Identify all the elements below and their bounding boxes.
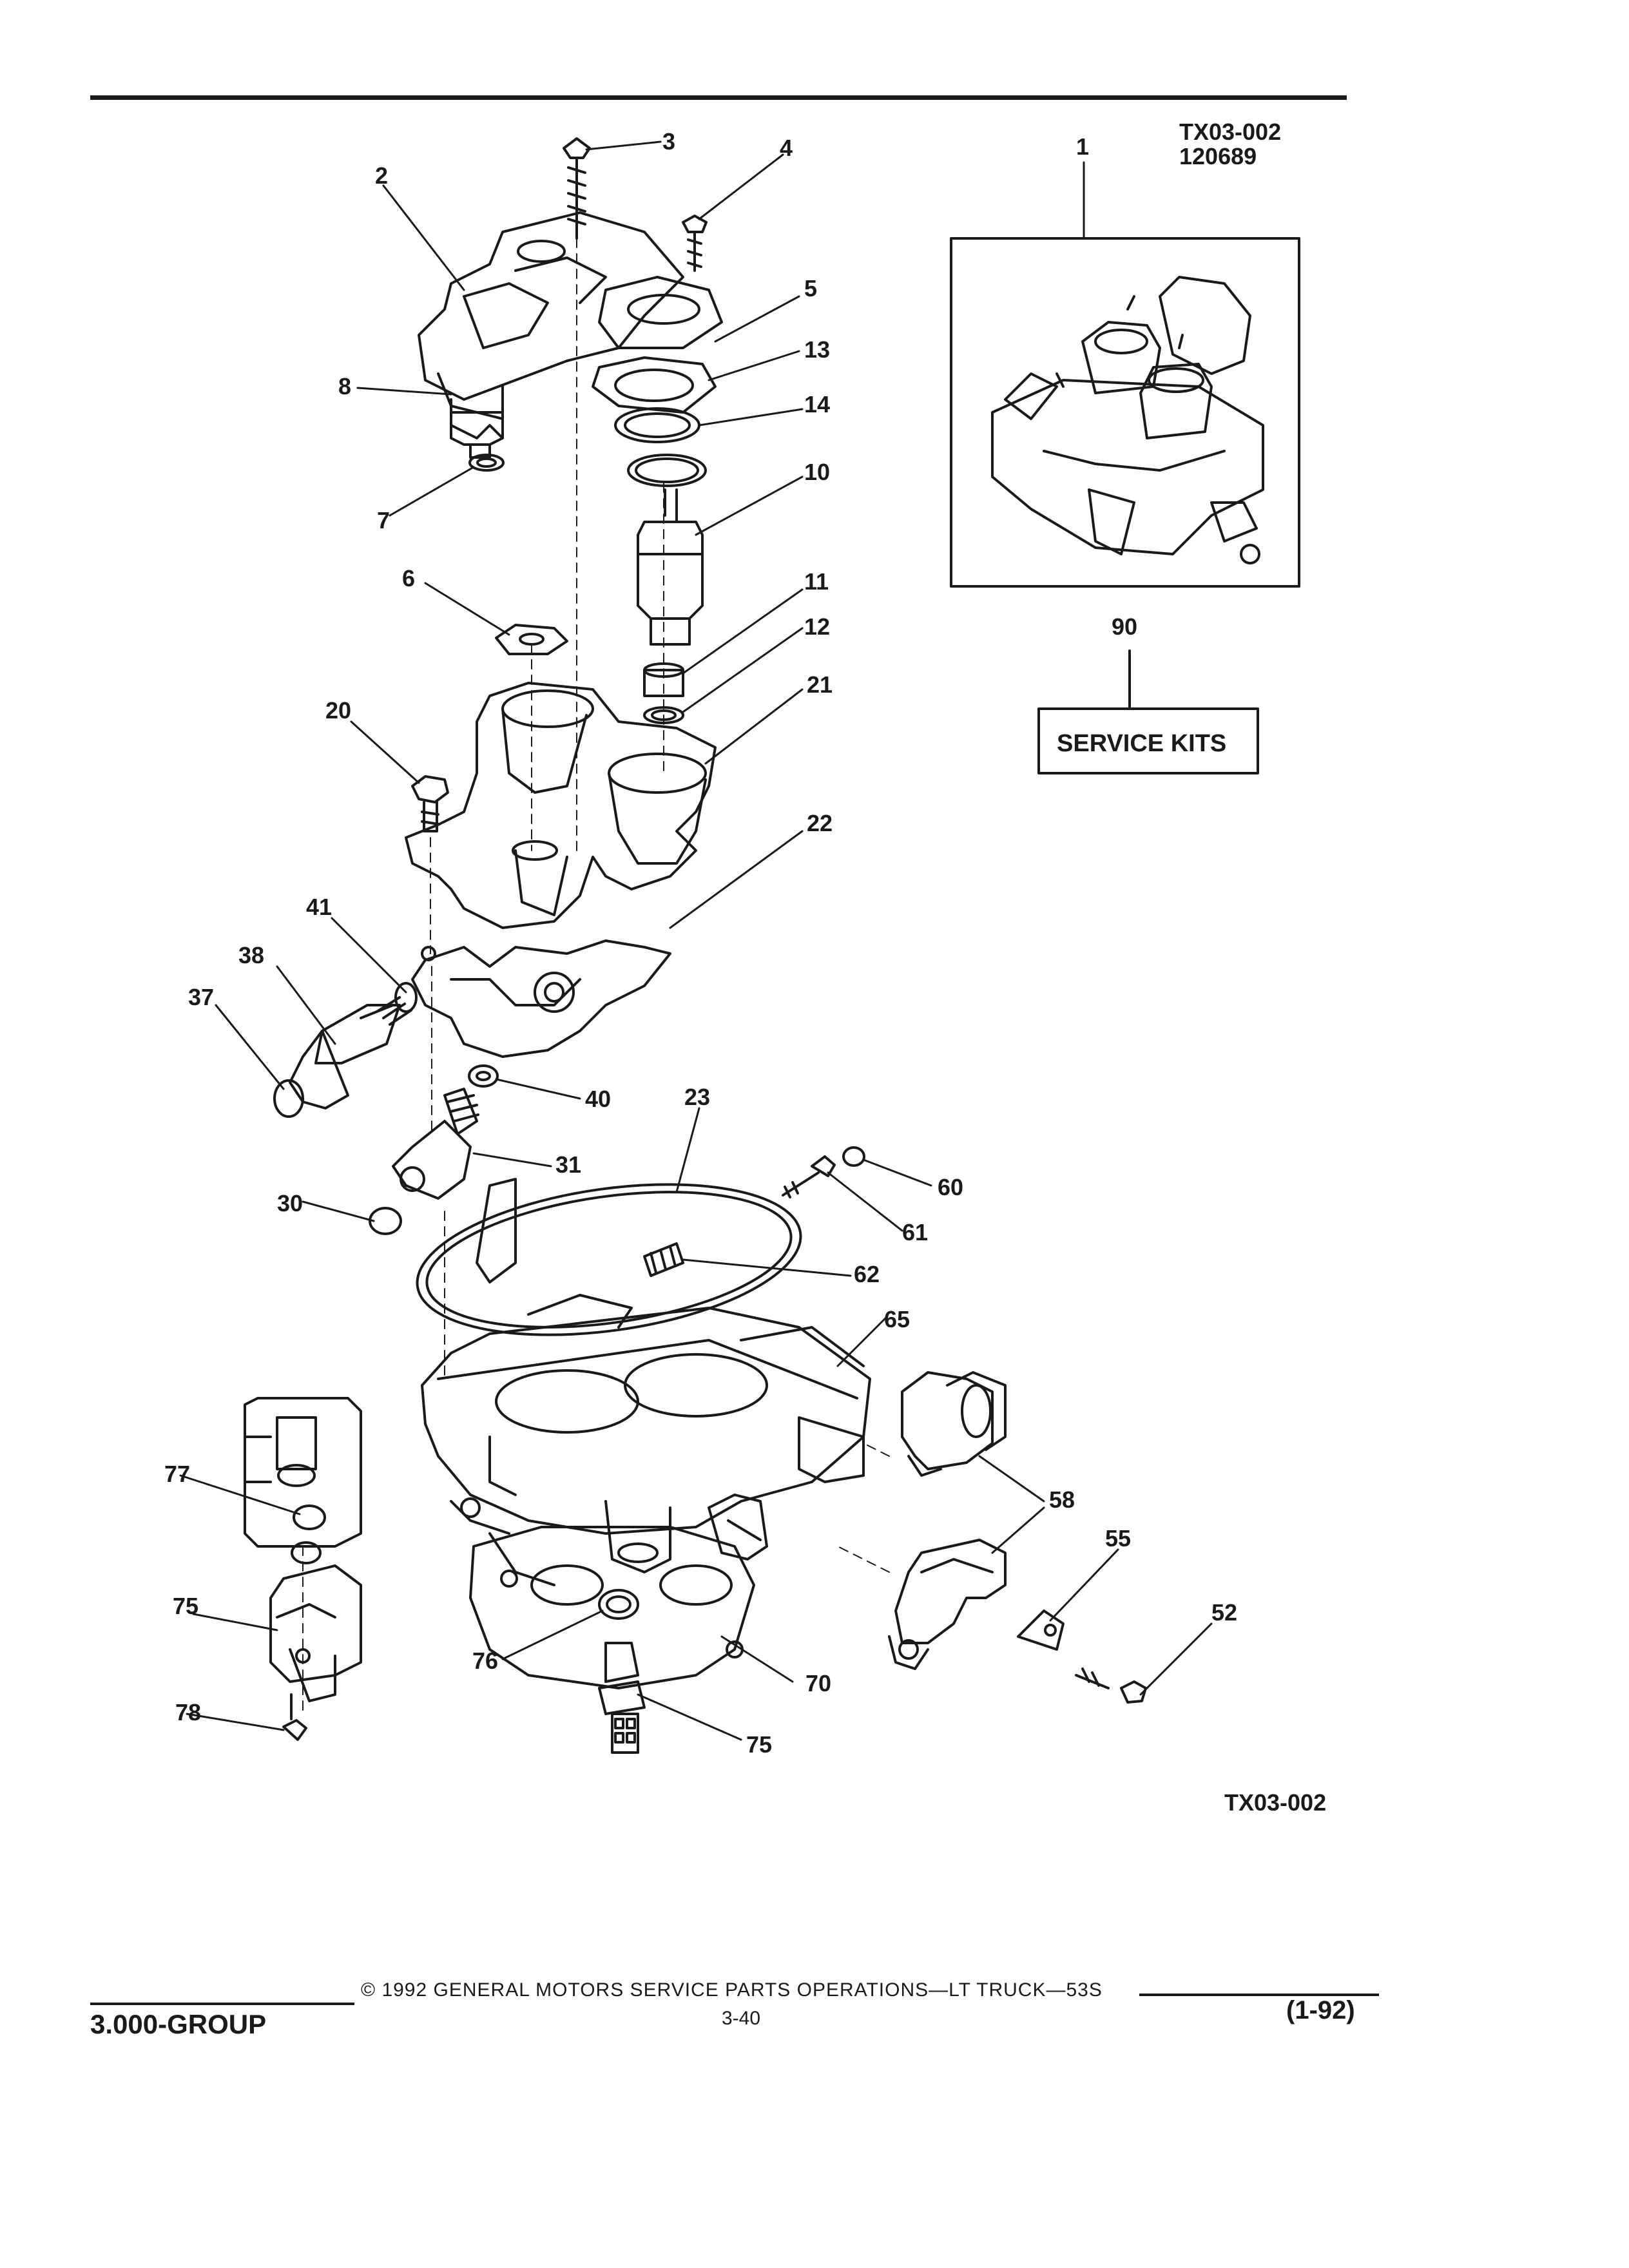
footer-copyright: © 1992 GENERAL MOTORS SERVICE PARTS OPER… — [361, 1979, 1103, 2001]
fuel-injector — [637, 488, 704, 724]
callout-21: 21 — [807, 671, 833, 698]
callout-30: 30 — [277, 1190, 303, 1216]
callout-14: 14 — [804, 391, 830, 418]
footer-rule-right — [1139, 1994, 1379, 1996]
throttle-stop-parts — [643, 1146, 865, 1277]
leader-lines — [179, 140, 1213, 1741]
footer-page-number: 3-40 — [722, 2008, 761, 2029]
footer-date: (1-92) — [1286, 1996, 1355, 2024]
callout-41: 41 — [306, 894, 332, 920]
callout-38: 38 — [238, 942, 264, 968]
callout-70: 70 — [805, 1670, 831, 1696]
callout-37: 37 — [188, 984, 214, 1010]
service-kits-box — [1037, 649, 1259, 774]
callout-22: 22 — [807, 810, 833, 836]
callout-52: 52 — [1211, 1599, 1237, 1626]
footer-rule-left — [90, 2003, 354, 2005]
callout-65: 65 — [884, 1306, 910, 1332]
callout-78: 78 — [175, 1699, 201, 1725]
callout-3: 3 — [662, 128, 675, 155]
fuel-meter-body — [405, 682, 717, 929]
callout-77: 77 — [164, 1461, 190, 1487]
throttle-body — [421, 1178, 871, 1586]
callout-58: 58 — [1049, 1486, 1075, 1513]
callout-6: 6 — [402, 565, 415, 591]
callout-8: 8 — [338, 373, 351, 399]
callout-23: 23 — [684, 1084, 710, 1110]
callout-40: 40 — [585, 1086, 611, 1112]
callout-76: 76 — [472, 1648, 498, 1674]
callout-2: 2 — [375, 162, 388, 189]
callout-5: 5 — [804, 275, 817, 302]
callout-4: 4 — [780, 135, 793, 161]
callout-11: 11 — [804, 568, 829, 595]
bottom-figure-code: TX03-002 — [1224, 1789, 1326, 1816]
figure-code: TX03-002 — [1179, 119, 1281, 145]
callout-55: 55 — [1105, 1525, 1131, 1552]
callout-7: 7 — [377, 507, 390, 533]
callout-20: 20 — [325, 697, 351, 724]
idle-air-control-valve — [244, 1397, 362, 1741]
alignment-lines — [302, 238, 890, 1715]
header-rule — [90, 95, 1347, 100]
callout-10: 10 — [804, 459, 830, 485]
throttle-body-base — [469, 1526, 755, 1689]
callout-61: 61 — [902, 1219, 928, 1245]
callout-60: 60 — [938, 1174, 963, 1200]
footer-group: 3.000-GROUP — [90, 2009, 267, 2039]
coolant-temperature-sensor — [598, 1589, 646, 1754]
callout-13: 13 — [804, 336, 830, 363]
service-kits-label: SERVICE KITS — [1057, 730, 1226, 757]
callout-62: 62 — [854, 1261, 880, 1287]
assembly-illustration — [950, 237, 1300, 588]
callout-1: 1 — [1076, 133, 1089, 160]
body-gasket — [411, 939, 671, 1058]
fuel-fittings — [273, 982, 499, 1235]
callout-75-bottom: 75 — [746, 1731, 772, 1758]
callout-numbers: 1 2 3 4 5 6 7 8 10 11 12 13 14 20 21 22 … — [164, 128, 1237, 1758]
fuel-meter-cover — [418, 137, 723, 487]
throttle-body-gasket — [416, 1183, 802, 1336]
callout-31: 31 — [555, 1151, 581, 1178]
callout-12: 12 — [804, 613, 830, 640]
figure-number: 120689 — [1179, 143, 1257, 169]
throttle-position-sensor — [888, 1371, 1147, 1704]
callout-90: 90 — [1112, 613, 1137, 640]
callout-75-left: 75 — [173, 1593, 198, 1619]
